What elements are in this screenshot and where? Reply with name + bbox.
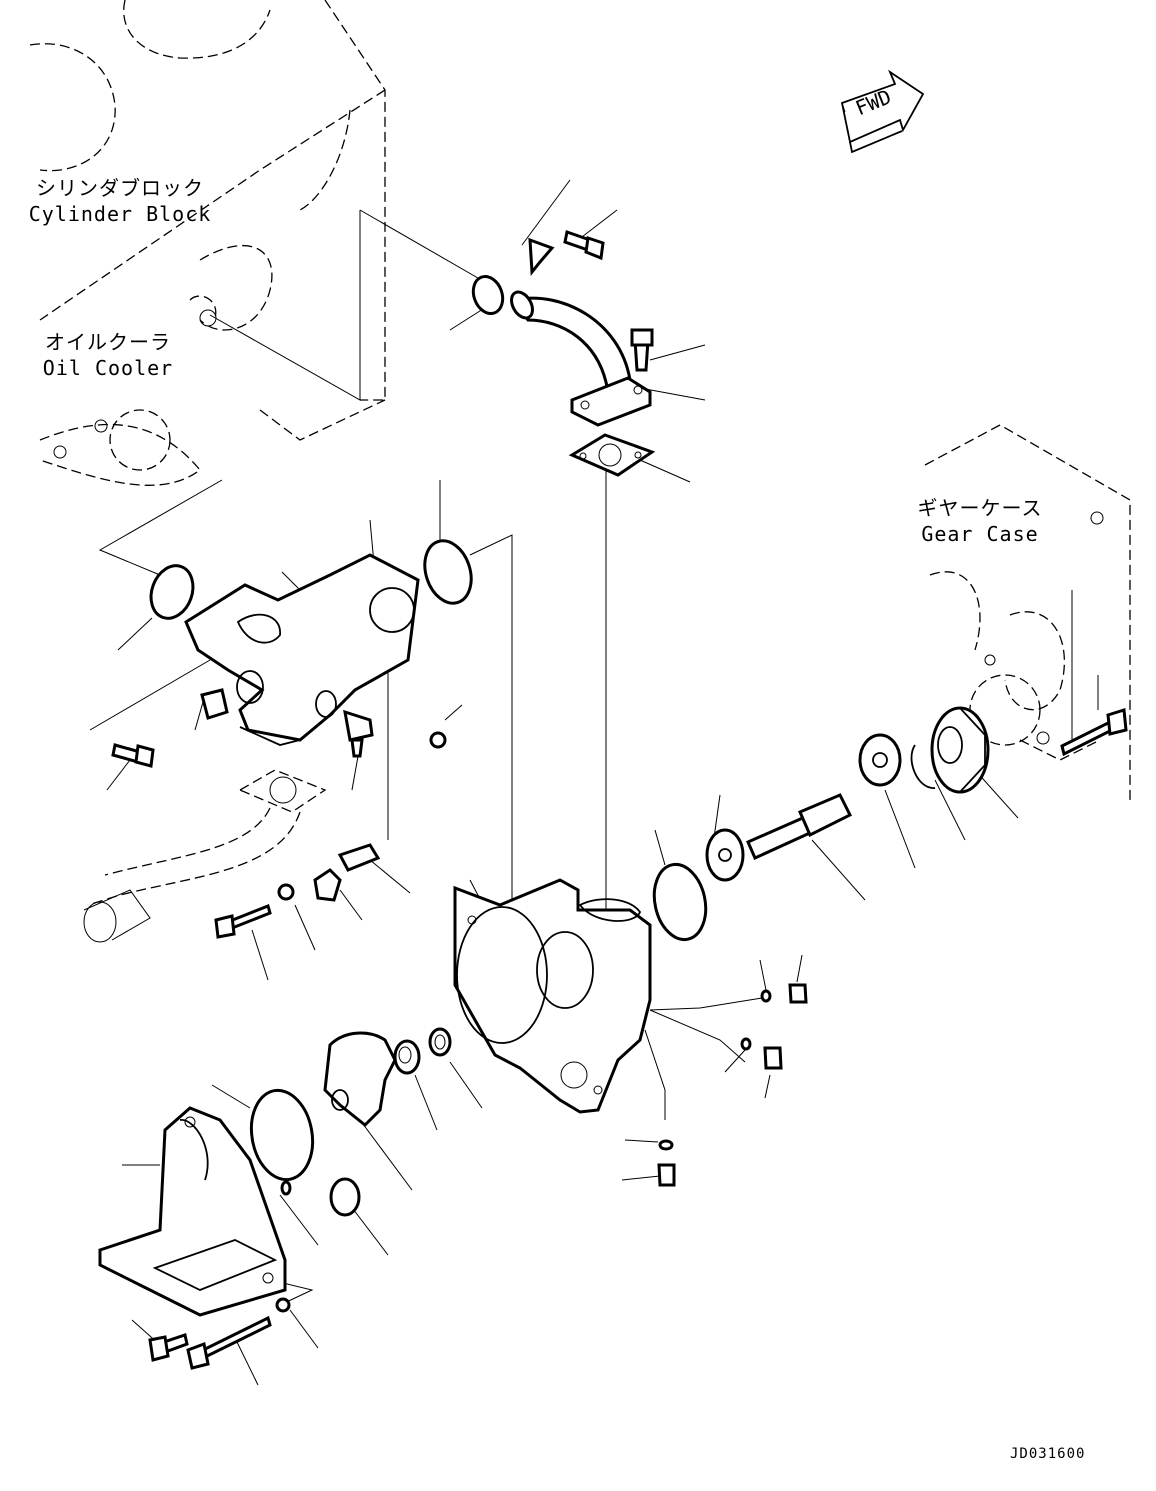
gasket-upper bbox=[568, 433, 656, 477]
bracket bbox=[313, 868, 342, 902]
plug-c bbox=[657, 1163, 676, 1187]
impeller-nut bbox=[428, 1027, 452, 1057]
washer-lower bbox=[275, 1297, 291, 1313]
mechanical-seal bbox=[393, 1039, 421, 1075]
cylinder-block-ghost bbox=[29, 0, 386, 486]
cylinder-block-label-jp: シリンダブロック bbox=[36, 176, 204, 200]
o-ring-cover bbox=[249, 1088, 315, 1182]
o-ring-plug-b bbox=[740, 1037, 752, 1051]
impeller bbox=[323, 1031, 397, 1128]
drawing-code: JD031600 bbox=[1010, 1446, 1086, 1462]
snap-ring bbox=[910, 744, 936, 789]
o-ring-plug-c bbox=[658, 1139, 674, 1151]
fwd-arrow-icon bbox=[840, 69, 925, 154]
water-pump-body bbox=[453, 878, 652, 1114]
inlet-pipe-ghost bbox=[83, 769, 327, 943]
plug-cap bbox=[200, 688, 229, 720]
o-ring-tiny bbox=[280, 1180, 292, 1196]
washer-disc bbox=[329, 1177, 361, 1217]
bearing-right bbox=[705, 828, 745, 882]
cylinder-block-label-en: Cylinder Block bbox=[28, 202, 212, 226]
pump-shaft bbox=[746, 793, 853, 860]
pump-cover bbox=[98, 1106, 287, 1317]
plug-b bbox=[763, 1046, 783, 1070]
o-ring-manifold-right bbox=[423, 539, 473, 605]
nut-small bbox=[429, 731, 447, 749]
bearing-left bbox=[858, 733, 902, 787]
drive-gear bbox=[930, 706, 990, 794]
temp-sensor bbox=[343, 709, 374, 758]
elbow-pipe bbox=[510, 237, 652, 427]
gear-case-label-en: Gear Case bbox=[921, 522, 1039, 546]
o-ring-manifold-left bbox=[149, 564, 195, 620]
plug-a bbox=[788, 983, 808, 1004]
dowel-tube bbox=[337, 843, 381, 872]
oil-cooler-label-en: Oil Cooler bbox=[42, 356, 174, 380]
o-ring-small bbox=[471, 275, 505, 315]
o-ring-pump bbox=[652, 862, 708, 942]
gear-case-label-jp: ギヤーケース bbox=[917, 496, 1043, 520]
water-manifold bbox=[184, 553, 420, 746]
washer bbox=[277, 883, 295, 901]
oil-cooler-label-jp: オイルクーラ bbox=[45, 330, 171, 354]
o-ring-plug-a bbox=[760, 989, 772, 1003]
